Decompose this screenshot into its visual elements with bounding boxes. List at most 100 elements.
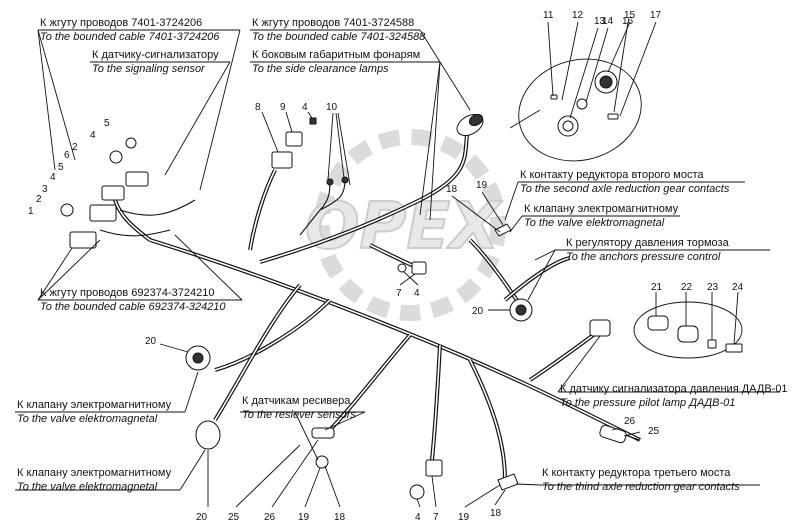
callout-22: 22	[681, 282, 693, 293]
callout-13: 13	[594, 16, 606, 27]
callout-23: 23	[707, 282, 719, 293]
part-14	[576, 98, 588, 110]
label-third-axle-en: To the thind axle reduction gear contact…	[542, 481, 740, 493]
callout-26a: 26	[624, 416, 636, 427]
connector-8	[271, 151, 293, 169]
callout-9: 9	[280, 102, 286, 113]
connector-top-face	[468, 113, 484, 127]
part-4-mid	[397, 263, 407, 273]
label-cable-7401-588-ru: К жгуту проводов 7401-3724588	[252, 17, 414, 29]
detail-ellipse	[518, 58, 642, 162]
callout-11: 11	[543, 10, 554, 21]
callout-7b: 7	[433, 512, 439, 523]
callout-5a: 5	[58, 162, 64, 173]
pressure-lamp-group	[589, 301, 743, 359]
part-21	[647, 315, 669, 331]
callout-19b: 19	[298, 512, 310, 523]
part-8-9-group	[271, 117, 349, 186]
label-side-lamps-en: To the side clearance lamps	[252, 63, 389, 75]
detail-ellipse-21-24	[633, 301, 743, 359]
part-4-bottom	[409, 484, 425, 500]
watermark: OPEX	[304, 129, 506, 321]
callout-15: 15	[624, 10, 636, 21]
callout-18a: 18	[446, 184, 458, 195]
label-valve-left-en: To the valve elektromagnetal	[17, 413, 158, 425]
connector-6	[89, 204, 117, 222]
leader-lines	[15, 21, 780, 508]
sensor-25-26-right	[599, 424, 627, 444]
label-second-axle-ru: К контакту редуктора второго моста	[520, 169, 704, 181]
label-brake-regulator-ru: К регулятору давления тормоза	[566, 237, 730, 249]
callout-4b: 4	[90, 130, 96, 141]
callout-25a: 25	[648, 426, 660, 437]
connector-4	[125, 171, 149, 187]
label-cable-7401-206-ru: К жгуту проводов 7401-3724206	[40, 17, 202, 29]
pin-4	[309, 117, 317, 125]
label-signaling-sensor-ru: К датчику-сигнализатору	[92, 49, 219, 61]
callout-26b: 26	[264, 512, 276, 523]
callout-4c: 4	[302, 102, 308, 113]
callout-20b: 20	[145, 336, 157, 347]
sensor-18-bottom	[497, 473, 519, 491]
seal-2	[60, 203, 74, 217]
label-cable-7401-206-en: To the bounded cable 7401-3724206	[40, 31, 220, 43]
callout-17: 17	[650, 10, 662, 21]
connector-top-body	[456, 114, 484, 136]
label-cable-692374-ru: К жгуту проводов 692374-3724210	[40, 287, 214, 299]
lamp-terminal-10b	[341, 176, 349, 184]
part-13-inner	[562, 120, 574, 132]
callout-20c: 20	[196, 512, 208, 523]
callout-18c: 18	[490, 508, 502, 519]
callout-16: 16	[622, 16, 634, 27]
upper-big-connector	[456, 113, 484, 136]
callout-7a: 7	[396, 288, 402, 299]
callout-4d: 4	[414, 288, 420, 299]
connector-20-right-face	[515, 304, 527, 316]
callout-6: 6	[64, 150, 70, 161]
seal-2b	[109, 150, 123, 164]
callout-19a: 19	[476, 180, 488, 191]
part-22	[677, 325, 699, 343]
part-16	[607, 113, 619, 120]
callout-2: 2	[36, 194, 42, 205]
lamp-terminal-10a	[326, 178, 334, 186]
receiver-sensor-26	[311, 427, 335, 439]
part-11	[550, 94, 558, 100]
label-valve-bottom-ru: К клапану электромагнитному	[17, 467, 172, 479]
watermark-text: OPEX	[305, 190, 502, 264]
part-15-core	[599, 75, 613, 89]
label-cable-692374-en: To the bounded cable 692374-324210	[40, 301, 226, 313]
callout-10: 10	[326, 102, 338, 113]
connector-7-bottom	[425, 459, 443, 477]
callout-21: 21	[651, 282, 663, 293]
watermark-gear-icon	[314, 129, 506, 321]
label-side-lamps-ru: К боковым габаритным фонарям	[252, 49, 420, 61]
callout-24: 24	[732, 282, 744, 293]
callout-5b: 5	[104, 118, 110, 129]
callout-1: 1	[28, 206, 34, 217]
callout-19c: 19	[458, 512, 470, 523]
labels: К жгуту проводов 7401-3724206 To the bou…	[17, 17, 788, 493]
middle-parts	[397, 223, 533, 322]
label-third-axle-ru: К контакту редуктора третьего моста	[542, 467, 731, 479]
callout-8: 8	[255, 102, 261, 113]
label-cable-7401-588-en: To the bounded cable 7401-324588	[252, 31, 426, 43]
label-brake-regulator-en: To the anchors pressure control	[566, 251, 721, 263]
callout-25b: 25	[228, 512, 240, 523]
label-valve-left-ru: К клапану электромагнитному	[17, 399, 172, 411]
callout-4e: 4	[415, 512, 421, 523]
connector-pressure-lamp	[589, 319, 611, 337]
connector-1	[69, 231, 97, 249]
valve-bottom-20	[195, 420, 221, 450]
label-valve-bottom-en: To the valve elektromagnetal	[17, 481, 158, 493]
part-24	[725, 343, 743, 353]
label-signaling-sensor-en: To the signaling sensor	[92, 63, 206, 75]
callout-12: 12	[572, 10, 584, 21]
callout-18b: 18	[334, 512, 346, 523]
left-connector-group	[60, 137, 149, 249]
label-valve-top-ru: К клапану электромагнитному	[524, 203, 679, 215]
receiver-nut-19	[315, 455, 329, 469]
callout-4a: 4	[50, 172, 56, 183]
